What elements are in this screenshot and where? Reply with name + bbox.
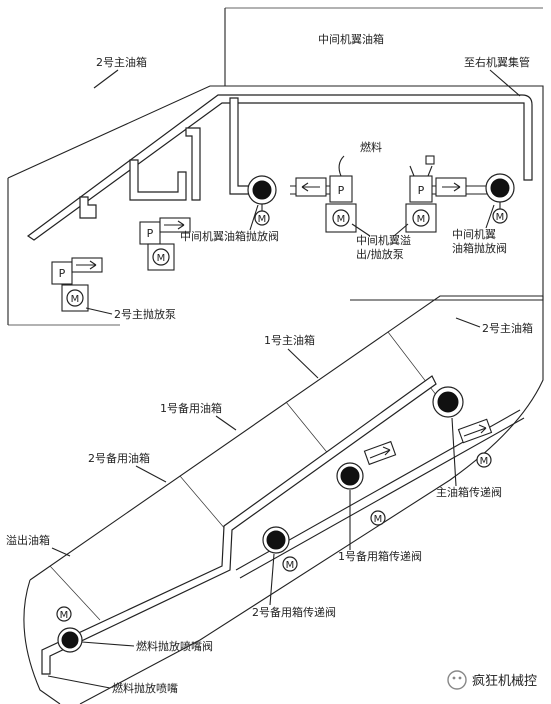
no1-reserve-transfer-valve-label: 1号备用箱传递阀 bbox=[338, 549, 422, 563]
watermark-text: 疯狂机械控 bbox=[472, 673, 537, 689]
pump-label: P bbox=[147, 227, 154, 240]
motor-label: M bbox=[417, 214, 426, 225]
left-branch-pipe-3 bbox=[185, 127, 201, 201]
center-tank-pipe bbox=[229, 97, 251, 195]
center-dump-valve bbox=[252, 180, 272, 200]
center-pump-right bbox=[409, 175, 433, 203]
leader-line bbox=[393, 223, 409, 237]
no2-reserve-transfer-valve-label: 2号备用箱传递阀 bbox=[252, 605, 336, 619]
motor-label: M bbox=[337, 214, 346, 225]
leader-line bbox=[351, 223, 371, 237]
bottom-figure: M M M M 2号主油箱 1号主油箱 1号备用油箱 2号备用油箱 溢出油箱 主… bbox=[6, 295, 544, 704]
left-pump-upper: P M bbox=[139, 217, 191, 271]
fuel-inlet-line bbox=[338, 155, 345, 177]
valve-motor bbox=[370, 510, 386, 526]
leader-line bbox=[485, 204, 495, 229]
bottom-wing-trailing-edge bbox=[79, 296, 544, 704]
left-manifold-pipe bbox=[26, 94, 533, 241]
arrow-right-icon bbox=[463, 424, 487, 437]
valve-motor bbox=[476, 452, 492, 468]
motor-label: M bbox=[258, 214, 267, 225]
dump-nozzle-valve bbox=[61, 631, 79, 649]
center-tank-label: 中间机翼油箱 bbox=[318, 32, 384, 46]
motor-label: M bbox=[157, 253, 166, 264]
top-wing-outline bbox=[7, 85, 544, 301]
arrow-right-icon bbox=[442, 182, 461, 192]
no1-reserve-transfer-valve bbox=[340, 466, 360, 486]
rib bbox=[387, 331, 441, 401]
leader-line bbox=[51, 547, 71, 557]
pump-label: P bbox=[418, 184, 425, 197]
center-right-dump-valve bbox=[490, 178, 510, 198]
override-pump-label-1: 中间机翼溢 bbox=[356, 233, 411, 247]
no2-reserve-tank-label: 2号备用油箱 bbox=[88, 451, 150, 465]
leader-line bbox=[85, 307, 113, 315]
no1-reserve-tank-label: 1号备用油箱 bbox=[160, 401, 222, 415]
leader-line bbox=[93, 69, 119, 89]
pump-label: P bbox=[338, 184, 345, 197]
right-dump-valve-label-2: 油箱抛放阀 bbox=[452, 241, 507, 255]
flow-arrow-box bbox=[457, 418, 493, 444]
dump-nozzle-valve-label: 燃料抛放喷嘴阀 bbox=[136, 639, 213, 653]
no2-main-tank-label: 2号主油箱 bbox=[482, 321, 533, 335]
fuel-label: 燃料 bbox=[360, 140, 382, 154]
override-pump-label-2: 出/抛放泵 bbox=[356, 247, 404, 261]
no1-main-tank-label: 1号主油箱 bbox=[264, 333, 315, 347]
no2-reserve-transfer-valve bbox=[266, 530, 286, 550]
right-wing-manifold-label: 至右机翼集管 bbox=[464, 55, 530, 69]
motor-label: M bbox=[480, 456, 489, 467]
leader-line bbox=[269, 553, 275, 606]
dump-nozzle-label: 燃料抛放喷嘴 bbox=[112, 681, 178, 695]
surge-tank-label: 溢出油箱 bbox=[6, 533, 50, 547]
arrow-right-icon bbox=[369, 446, 391, 459]
leader-line bbox=[249, 204, 259, 231]
inlet-screen-icon bbox=[425, 155, 435, 165]
motor-label: M bbox=[60, 610, 69, 621]
center-dump-valve-label: 中间机翼油箱抛放阀 bbox=[180, 229, 279, 243]
motor-label: M bbox=[71, 294, 80, 305]
leader-line bbox=[455, 317, 481, 328]
leader-line bbox=[287, 348, 319, 379]
motor-label: M bbox=[286, 560, 295, 571]
pump-label: P bbox=[59, 267, 66, 280]
valve-motor bbox=[282, 556, 298, 572]
leader-line bbox=[47, 675, 111, 689]
rib bbox=[49, 565, 101, 621]
leader-line bbox=[489, 69, 521, 97]
top-figure: M M P M P M P bbox=[7, 7, 544, 326]
left-branch-pipe-1 bbox=[79, 196, 97, 219]
leader-line bbox=[135, 465, 167, 483]
no2-main-dump-pump-label: 2号主抛放泵 bbox=[114, 307, 176, 321]
motor-label: M bbox=[374, 514, 383, 525]
leader-line bbox=[81, 641, 135, 647]
flow-arrow-box bbox=[363, 440, 397, 466]
watermark: 疯狂机械控 bbox=[447, 670, 537, 690]
rib bbox=[285, 401, 331, 457]
wechat-icon bbox=[447, 670, 467, 690]
arrow-left-icon bbox=[301, 182, 320, 192]
arrow-right-icon bbox=[164, 220, 185, 230]
left-pump-lower: P M bbox=[51, 257, 103, 312]
main-transfer-valve-label: 主油箱传递阀 bbox=[436, 485, 502, 499]
rib bbox=[179, 475, 227, 531]
valve-motor bbox=[56, 606, 72, 622]
main-transfer-valve bbox=[437, 391, 459, 413]
left-branch-pipe-2 bbox=[129, 159, 187, 201]
leader-line bbox=[451, 417, 457, 487]
leader-line bbox=[215, 415, 237, 431]
no2-main-tank-label: 2号主油箱 bbox=[96, 55, 147, 69]
bottom-wing-leading-edge bbox=[29, 295, 543, 581]
wingtip-outline bbox=[23, 579, 61, 704]
right-dump-valve-label-1: 中间机翼 bbox=[452, 227, 496, 241]
motor-label: M bbox=[496, 212, 505, 223]
arrow-right-icon bbox=[76, 260, 97, 270]
dump-manifold-pipe bbox=[41, 375, 437, 675]
